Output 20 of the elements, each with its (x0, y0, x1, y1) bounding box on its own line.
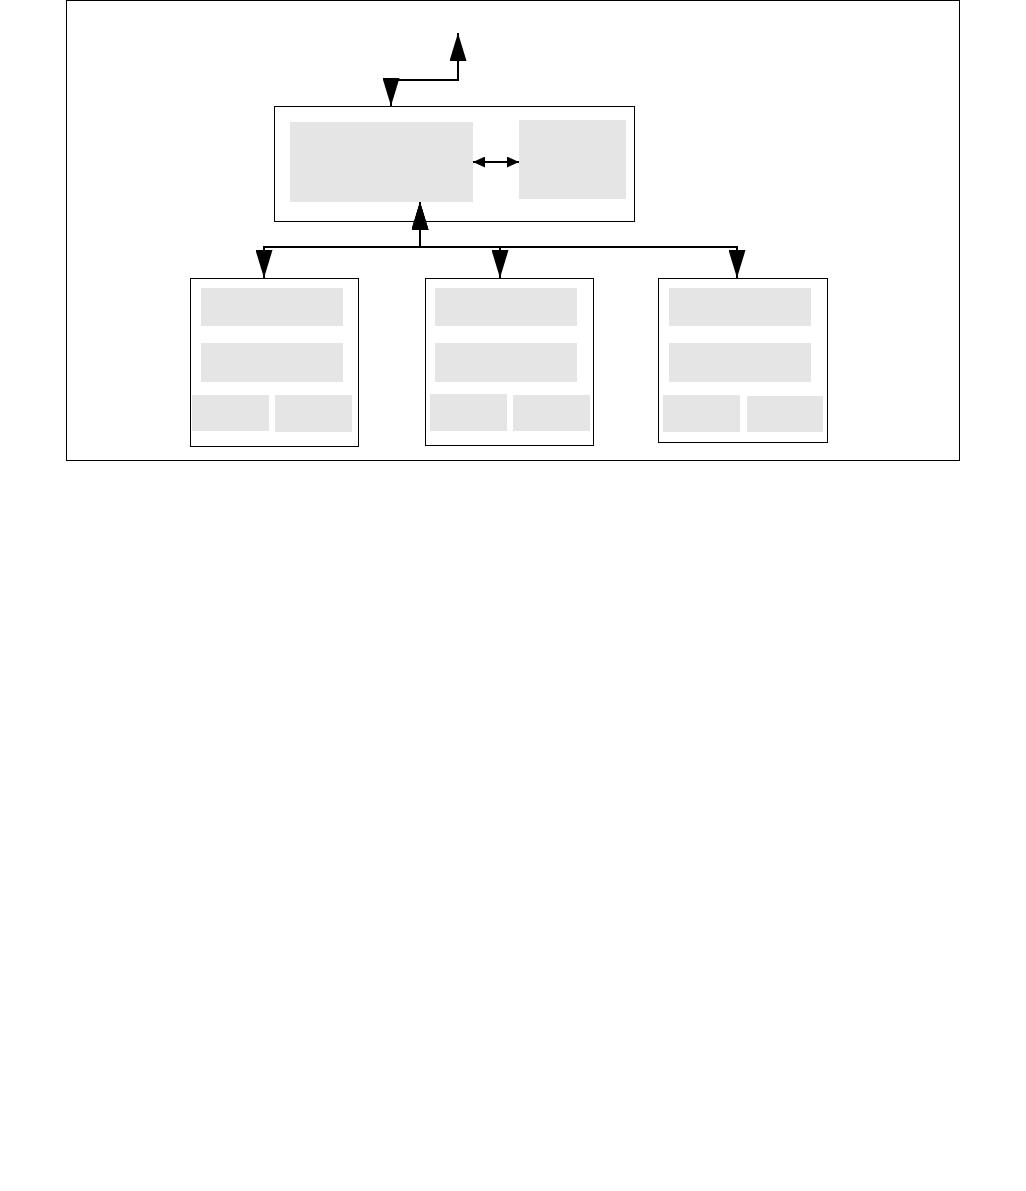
filled-block (201, 343, 343, 382)
double-arrow (472, 156, 520, 168)
filled-block (513, 395, 590, 431)
filled-block (430, 394, 507, 431)
module-box (425, 278, 594, 446)
double-arrow (382, 32, 467, 107)
filled-block (669, 343, 811, 382)
module-box (274, 106, 635, 222)
filled-block (663, 395, 740, 432)
filled-block (747, 396, 823, 432)
filled-block (669, 288, 811, 326)
filled-block (201, 288, 343, 326)
filled-block (435, 343, 577, 382)
filled-block (519, 120, 626, 199)
filled-block (290, 122, 473, 202)
filled-block (275, 395, 352, 432)
module-box (190, 278, 359, 447)
filled-block (435, 288, 577, 326)
module-box (658, 278, 828, 443)
filled-block (192, 395, 269, 431)
